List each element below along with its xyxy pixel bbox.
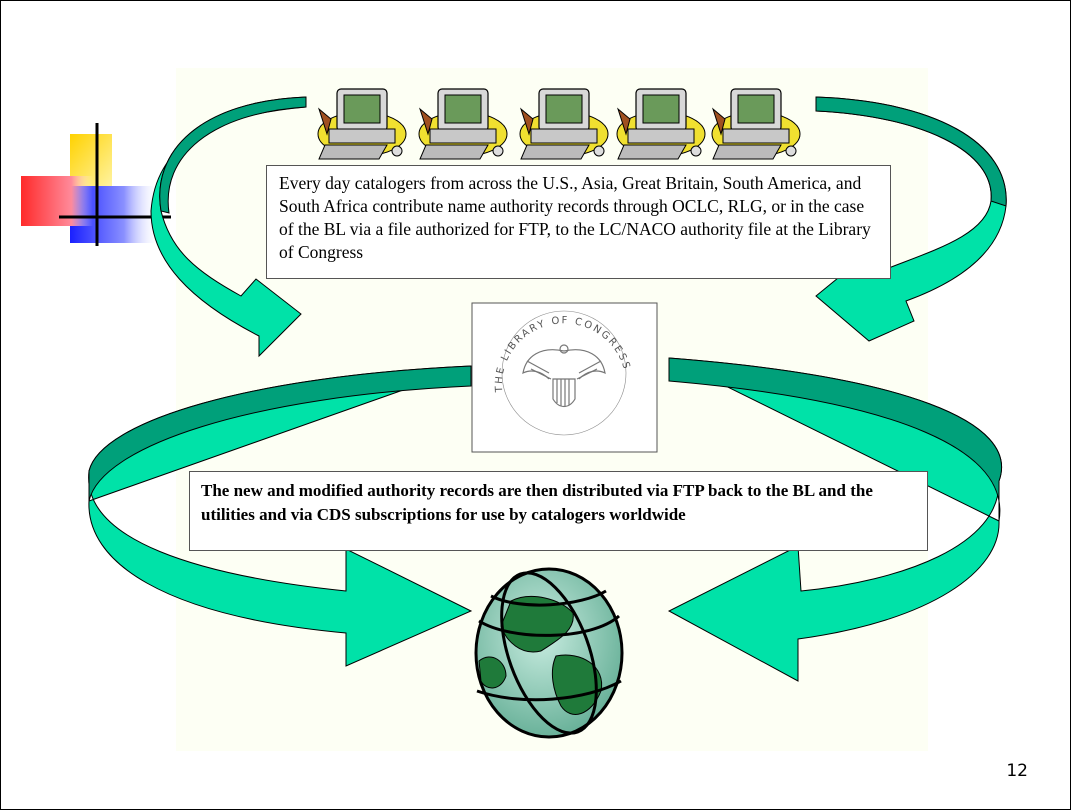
contribution-description: Every day catalogers from across the U.S…	[266, 165, 891, 279]
contribution-text: Every day catalogers from across the U.S…	[279, 173, 871, 262]
flow-arrow-top-left	[150, 96, 307, 358]
flow-arrow-top-right	[815, 96, 1007, 342]
page-number: 12	[1006, 761, 1028, 781]
eagle-icon	[522, 344, 606, 408]
distribution-text: The new and modified authority records a…	[201, 481, 873, 524]
distribution-description: The new and modified authority records a…	[189, 471, 928, 551]
flow-arrow-bottom-right	[667, 357, 1002, 682]
seal-frame	[471, 302, 658, 453]
flow-arrow-bottom-left	[88, 365, 473, 667]
